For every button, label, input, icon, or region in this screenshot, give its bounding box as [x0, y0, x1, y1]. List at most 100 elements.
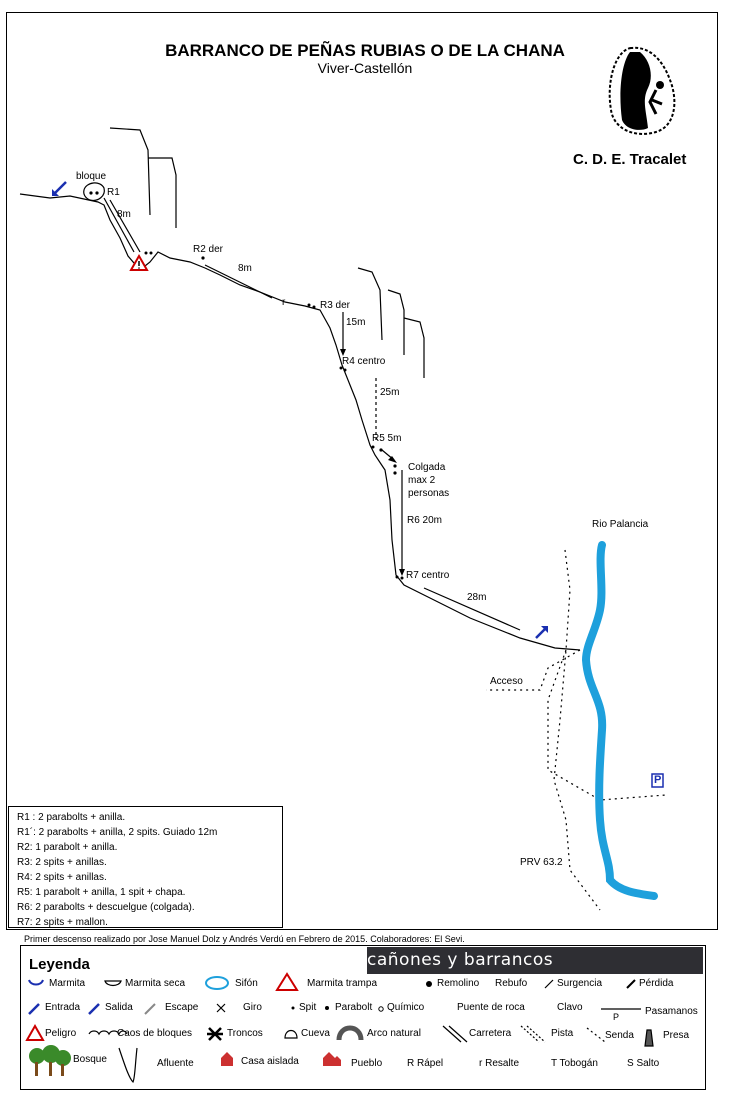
legend-carretera: Carretera [469, 1028, 512, 1039]
peligro-icon [129, 253, 149, 271]
note-line: R1´: 2 parabolts + anilla, 2 spits. Guia… [17, 827, 218, 838]
label-r5: R5 5m [372, 433, 402, 444]
legend-tobogan: T Tobogán [551, 1058, 598, 1069]
label-r1-length: 8m [117, 209, 131, 220]
giro-icon [216, 1003, 226, 1013]
label-acceso: Acceso [490, 676, 523, 687]
arco-icon [336, 1025, 364, 1041]
casa-icon [221, 1052, 233, 1066]
legend-parabolt: Parabolt [335, 1002, 373, 1013]
legend-giro: Giro [243, 1002, 262, 1013]
marmita-trampa-icon [275, 972, 299, 991]
legend-pasamanos: Pasamanos [645, 1006, 698, 1017]
note-line: R2: 1 parabolt + anilla. [17, 842, 118, 853]
legend-peligro: Peligro [45, 1028, 77, 1039]
legend-arco: Arco natural [367, 1028, 421, 1039]
legend-perdida: Pérdida [639, 978, 674, 989]
legend-marmita-trampa: Marmita trampa [307, 978, 378, 989]
note-line: R4: 2 spits + anillas. [17, 872, 107, 883]
legend-marmita-seca: Marmita seca [125, 978, 186, 989]
page-subtitle: Viver-Castellón [317, 60, 413, 76]
note-line: R7: 2 spits + mallon. [17, 917, 108, 928]
legend-escape: Escape [165, 1002, 199, 1013]
legend-icons [25, 972, 654, 1084]
legend-troncos: Troncos [227, 1028, 263, 1039]
label-r7-length: 28m [467, 592, 487, 603]
legend-salida: Salida [105, 1002, 133, 1013]
legend-remolino: Remolino [437, 978, 480, 989]
note-line: R6: 2 parabolts + descuelgue (colgada). [17, 902, 195, 913]
river-line [581, 541, 658, 900]
legend-senda: Senda [605, 1030, 634, 1041]
legend-title: Leyenda [29, 956, 90, 973]
label-bloque: bloque [76, 171, 107, 182]
label-r7: R7 centro [406, 570, 450, 581]
note-line: R3: 2 spits + anillas. [17, 857, 107, 868]
label-parking: P [654, 774, 662, 786]
legend-quimico: Químico [387, 1002, 425, 1013]
entrada-legend-icon [28, 1003, 40, 1015]
surgencia-icon [544, 979, 554, 989]
entrada-arrow-icon [52, 181, 67, 196]
salida-arrow-icon [535, 626, 548, 639]
label-r2-length: 8m [238, 263, 252, 274]
note-line: R5: 1 parabolt + anilla, 1 spit + chapa. [17, 887, 186, 898]
legend-marmita: Marmita [49, 978, 86, 989]
pista-icon [520, 1025, 546, 1043]
cueva-icon [284, 1029, 298, 1039]
afluente-icon [118, 1047, 138, 1084]
salida-legend-icon [88, 1003, 100, 1015]
label-road: PRV 63.2 [520, 857, 563, 868]
legend-surgencia: Surgencia [557, 978, 603, 989]
troncos-icon [207, 1027, 223, 1041]
legend-afluente: Afluente [157, 1058, 194, 1069]
label-r4-length: 25m [380, 387, 400, 398]
legend-pasamanos-p: P [613, 1012, 620, 1022]
legend-cueva: Cueva [301, 1028, 330, 1039]
legend-pueblo: Pueblo [351, 1058, 383, 1069]
legend-presa: Presa [663, 1030, 690, 1041]
legend-banner: cañones y barrancos [367, 947, 703, 974]
legend-caos: Caos de bloques [117, 1028, 193, 1039]
parking-icon [651, 773, 664, 788]
legend-pista: Pista [551, 1028, 574, 1039]
bosque-icon [29, 1048, 45, 1064]
label-rio: Rio Palancia [592, 519, 649, 530]
label-r1: R1 [107, 187, 120, 198]
pueblo-icon [323, 1052, 341, 1066]
label-r2: R2 der [193, 244, 224, 255]
senda-icon [586, 1027, 606, 1043]
club-name: C. D. E. Tracalet [573, 151, 687, 168]
marmita-icon [28, 979, 44, 986]
spit-icon [291, 1006, 295, 1010]
banner-text: cañones y barrancos [367, 950, 554, 970]
page-title: BARRANCO DE PEÑAS RUBIAS O DE LA CHANA [165, 41, 565, 60]
canyon-profile-line [19, 193, 581, 651]
credits-line: Primer descenso realizado por Jose Manue… [24, 934, 465, 944]
sifon-icon [205, 976, 229, 990]
parabolt-icon [325, 1006, 329, 1010]
label-r4: R4 centro [342, 356, 386, 367]
marmita-seca-icon [104, 980, 122, 987]
label-colgada-personas: personas [408, 488, 450, 499]
legend-resalte: r Resalte [479, 1058, 520, 1069]
label-r3: R3 der [320, 300, 351, 311]
canyon-topo [19, 127, 667, 911]
presa-icon [644, 1029, 654, 1047]
legend-spit: Spit [299, 1002, 317, 1013]
carretera-icon [442, 1025, 468, 1043]
legend-sifon: Sifón [235, 978, 258, 989]
anchor-notes: R1 : 2 parabolts + anilla. R1´: 2 parabo… [8, 806, 283, 928]
legend-bosque: Bosque [73, 1054, 107, 1065]
label-r6: R6 20m [407, 515, 443, 526]
legend-box: Leyenda cañones y barrancos [20, 945, 706, 1090]
quimico-icon [378, 1006, 384, 1012]
label-colgada-max: max 2 [408, 475, 436, 486]
climber-logo-icon [608, 46, 676, 135]
label-r3-length: 15m [346, 317, 366, 328]
legend-rapel: R Rápel [407, 1058, 444, 1069]
escape-icon [144, 1003, 156, 1015]
perdida-icon [626, 979, 636, 989]
label-resalte: r [282, 297, 286, 308]
legend-salto: S Salto [627, 1058, 660, 1069]
